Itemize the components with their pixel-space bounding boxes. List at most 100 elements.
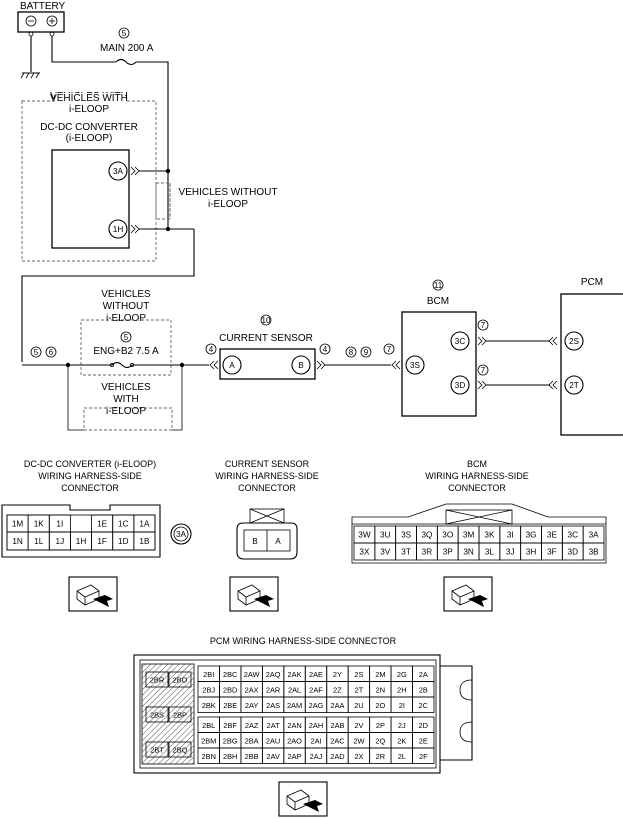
connector-pin-label: 2C bbox=[419, 701, 429, 710]
connector-pin-label: 2G bbox=[397, 670, 407, 679]
connector-pin-label: 2BK bbox=[202, 701, 216, 710]
pcm-label: PCM bbox=[581, 277, 603, 288]
connector-pin-label: 3T bbox=[401, 548, 411, 557]
connector-pin-label: 3B bbox=[589, 548, 600, 557]
connector-pin-label: 2AT bbox=[267, 721, 280, 730]
bcm-label: BCM bbox=[427, 296, 449, 307]
connector-pin-label: 3H bbox=[526, 548, 537, 557]
eng-fuse-label: ENG+B2 7.5 A bbox=[93, 346, 159, 357]
main-fuse-label: MAIN 200 A bbox=[100, 43, 154, 54]
dcdc-connector: DC-DC CONVERTER (i-ELOOP) WIRING HARNESS… bbox=[1, 459, 192, 558]
connector-pin-label: 2K bbox=[397, 736, 406, 745]
connector-pin-cell bbox=[412, 747, 435, 764]
connector-pin-label: 2BG bbox=[223, 736, 238, 745]
connector-pin-label: 2AS bbox=[266, 701, 280, 710]
connector-pin-label: 2BC bbox=[223, 670, 238, 679]
svg-text:B: B bbox=[298, 361, 304, 370]
connector-pin-label: 2J bbox=[398, 721, 406, 730]
connector-view-icon bbox=[278, 781, 328, 817]
connector-pin-label: 2N bbox=[376, 685, 385, 694]
svg-text:7: 7 bbox=[387, 345, 392, 354]
connector-pin-label: 2F bbox=[419, 752, 428, 761]
connector-pin-label: 1H bbox=[76, 537, 87, 546]
svg-text:WIRING HARNESS-SIDE: WIRING HARNESS-SIDE bbox=[425, 471, 529, 481]
svg-text:4: 4 bbox=[209, 345, 214, 354]
bcm-box bbox=[401, 311, 477, 417]
svg-text:BCM: BCM bbox=[467, 459, 487, 469]
connector-pin-label: 2AD bbox=[330, 752, 344, 761]
svg-text:2S: 2S bbox=[569, 337, 580, 346]
svg-text:i-ELOOP: i-ELOOP bbox=[208, 199, 248, 210]
connector-pin-label: 3F bbox=[547, 548, 557, 557]
connector-pin-label: 3Q bbox=[421, 531, 432, 540]
connector-pin-label: 3N bbox=[463, 548, 474, 557]
connector-view-icon bbox=[68, 576, 118, 612]
connector-pin-label: 2BO bbox=[173, 676, 188, 685]
eng-fuse-zone: 5 6 VEHICLES WITHOUT i-ELOOP 5 ENG+B2 7.… bbox=[22, 289, 209, 431]
connector-pin-label: 3U bbox=[380, 531, 391, 540]
connector-pin-label: 2B bbox=[419, 685, 428, 694]
connector-pin-label: 2BH bbox=[223, 752, 237, 761]
svg-text:1H: 1H bbox=[113, 225, 124, 234]
connector-pin-label: 3I bbox=[507, 531, 514, 540]
connector-pin-label: 2O bbox=[375, 701, 385, 710]
connector-pin-label: 2BM bbox=[201, 736, 216, 745]
connector-pin-label: 2Q bbox=[375, 736, 385, 745]
connector-pin-label: 1J bbox=[56, 537, 65, 546]
battery: BATTERY bbox=[17, 1, 66, 79]
connector-pin-label: 2W bbox=[353, 736, 364, 745]
connector-pin-label: 2BT bbox=[150, 746, 164, 755]
svg-text:CONNECTOR: CONNECTOR bbox=[61, 483, 119, 493]
connector-pin-label: 3O bbox=[442, 531, 453, 540]
connector-pin-label: 2P bbox=[376, 721, 385, 730]
svg-text:i-ELOOP: i-ELOOP bbox=[106, 406, 146, 417]
connector-pin-label: 2AI bbox=[310, 736, 321, 745]
current-sensor: 10 CURRENT SENSOR A B 4 4 8 9 bbox=[205, 314, 391, 380]
connector-pin-label: 1F bbox=[97, 537, 107, 546]
connector-pin-label: 2U bbox=[354, 701, 363, 710]
connector-pin-cell bbox=[412, 696, 435, 713]
connector-pin-label: 3C bbox=[568, 531, 579, 540]
svg-text:5: 5 bbox=[124, 333, 129, 342]
svg-text:A: A bbox=[229, 361, 235, 370]
connector-pin-label: 2A bbox=[419, 670, 428, 679]
svg-text:10: 10 bbox=[262, 316, 271, 325]
ground-icon bbox=[20, 72, 40, 79]
current-sensor-label: CURRENT SENSOR bbox=[219, 333, 313, 344]
svg-text:(i-ELOOP): (i-ELOOP) bbox=[66, 133, 113, 144]
connector-pin-label: 2AX bbox=[245, 685, 259, 694]
connector-pin-label: 2BB bbox=[245, 752, 259, 761]
connector-pin-label: 1B bbox=[139, 537, 150, 546]
connector-pin-label: 2Y bbox=[333, 670, 342, 679]
connector-pin-label: 3D bbox=[568, 548, 579, 557]
connector-pin-label: 3P bbox=[443, 548, 454, 557]
connector-pin-label: 2AM bbox=[287, 701, 302, 710]
connector-pin-label: 2S bbox=[354, 670, 363, 679]
svg-text:4: 4 bbox=[323, 345, 328, 354]
svg-text:3A: 3A bbox=[176, 530, 187, 539]
svg-text:2T: 2T bbox=[569, 381, 579, 390]
connector-pin-label: 1M bbox=[12, 520, 24, 529]
svg-text:9: 9 bbox=[364, 348, 369, 357]
svg-text:7: 7 bbox=[481, 321, 486, 330]
svg-text:3S: 3S bbox=[410, 361, 421, 370]
connector-pin-label: 2I bbox=[399, 701, 405, 710]
connector-pin-label: 3X bbox=[359, 548, 370, 557]
connector-pin-label: 2AZ bbox=[245, 721, 259, 730]
svg-text:WIRING HARNESS-SIDE: WIRING HARNESS-SIDE bbox=[215, 471, 319, 481]
connector-pin-label: 3V bbox=[380, 548, 391, 557]
connector-pin-label: 1C bbox=[118, 520, 129, 529]
connector-pin-label: 2BD bbox=[223, 685, 237, 694]
connector-pin-cell bbox=[168, 706, 192, 723]
fuse-icon bbox=[111, 361, 133, 369]
connector-pin-label: 2BF bbox=[223, 721, 237, 730]
connector-pin-label: 2BE bbox=[223, 701, 237, 710]
svg-text:WITHOUT: WITHOUT bbox=[103, 301, 150, 312]
svg-text:3A: 3A bbox=[113, 167, 124, 176]
connector-pin-label: 2E bbox=[419, 736, 428, 745]
main-fuse: 5 MAIN 200 A bbox=[51, 27, 169, 229]
svg-text:DC-DC CONVERTER (i-ELOOP): DC-DC CONVERTER (i-ELOOP) bbox=[24, 459, 156, 469]
svg-text:6: 6 bbox=[49, 348, 54, 357]
connector-pin-label: 2AL bbox=[288, 685, 301, 694]
